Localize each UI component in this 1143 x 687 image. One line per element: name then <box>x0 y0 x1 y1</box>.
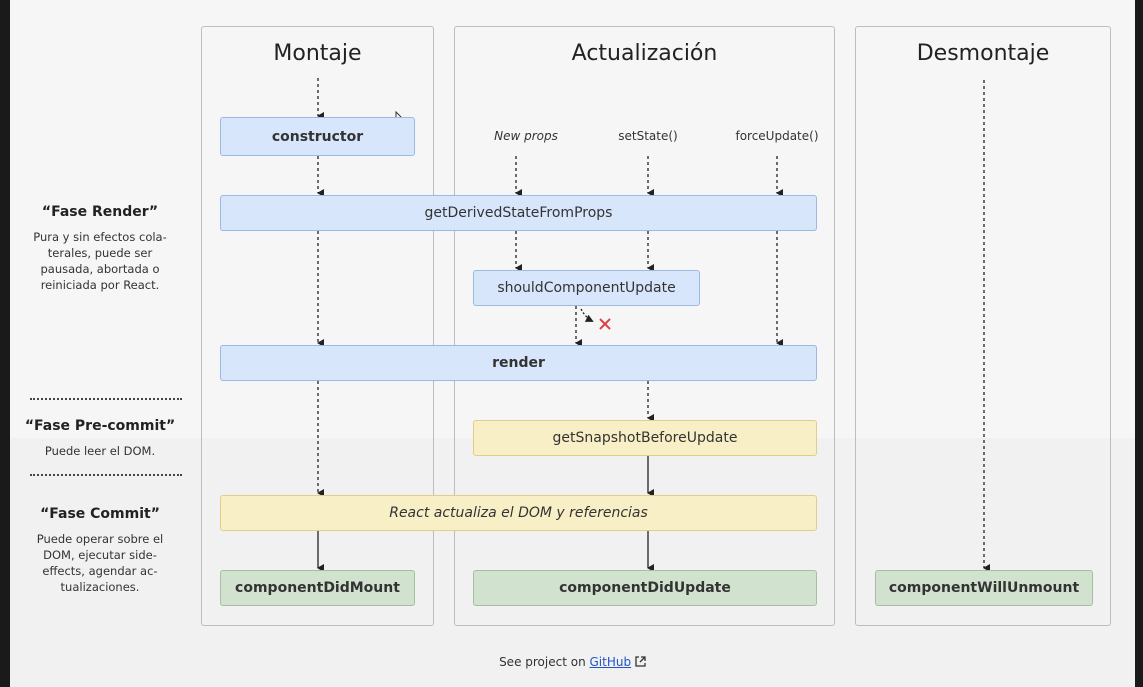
column-mount: Montaje <box>201 26 434 626</box>
external-link-icon[interactable] <box>635 655 646 669</box>
phase-commit-desc: Puede operar sobre el DOM, ejecutar side… <box>36 532 164 594</box>
node-component-will-unmount: componentWillUnmount <box>875 570 1093 606</box>
column-title-unmount: Desmontaje <box>916 41 1050 66</box>
trigger-set-state: setState() <box>618 129 678 143</box>
phase-separator <box>30 474 182 476</box>
trigger-new-props: New props <box>494 129 558 143</box>
phase-render-title: “Fase Render” <box>41 204 159 220</box>
phase-precommit-title: “Fase Pre-commit” <box>24 418 176 434</box>
footer: See project on GitHub <box>10 655 1135 669</box>
phase-separator <box>30 398 182 400</box>
node-get-snapshot-before-update: getSnapshotBeforeUpdate <box>473 420 817 456</box>
phase-render-desc: Pura y sin efectos cola- terales, puede … <box>33 230 167 292</box>
column-title-mount: Montaje <box>273 41 362 66</box>
column-title-update: Actualización <box>571 41 718 66</box>
trigger-force-update: forceUpdate() <box>735 129 819 143</box>
flow-arrow <box>580 308 594 322</box>
footer-text: See project on <box>499 655 586 669</box>
github-link[interactable]: GitHub <box>589 655 632 669</box>
node-should-component-update: shouldComponentUpdate <box>473 270 700 306</box>
lifecycle-diagram: Montaje Actualización Desmontaje “Fase R… <box>10 0 1135 687</box>
node-component-did-mount: componentDidMount <box>220 570 415 606</box>
node-react-updates-dom: React actualiza el DOM y referencias <box>220 495 817 531</box>
commit-phase-band <box>10 438 1135 687</box>
node-component-did-update: componentDidUpdate <box>473 570 817 606</box>
cancel-x-icon <box>599 318 611 330</box>
phase-commit-title: “Fase Commit” <box>40 506 160 522</box>
node-get-derived-state-from-props: getDerivedStateFromProps <box>220 195 817 231</box>
node-render: render <box>220 345 817 381</box>
column-unmount: Desmontaje <box>855 26 1111 626</box>
phase-precommit-desc: Puede leer el DOM. <box>44 444 156 458</box>
column-update: Actualización <box>454 26 835 626</box>
node-constructor: constructor <box>220 117 415 156</box>
